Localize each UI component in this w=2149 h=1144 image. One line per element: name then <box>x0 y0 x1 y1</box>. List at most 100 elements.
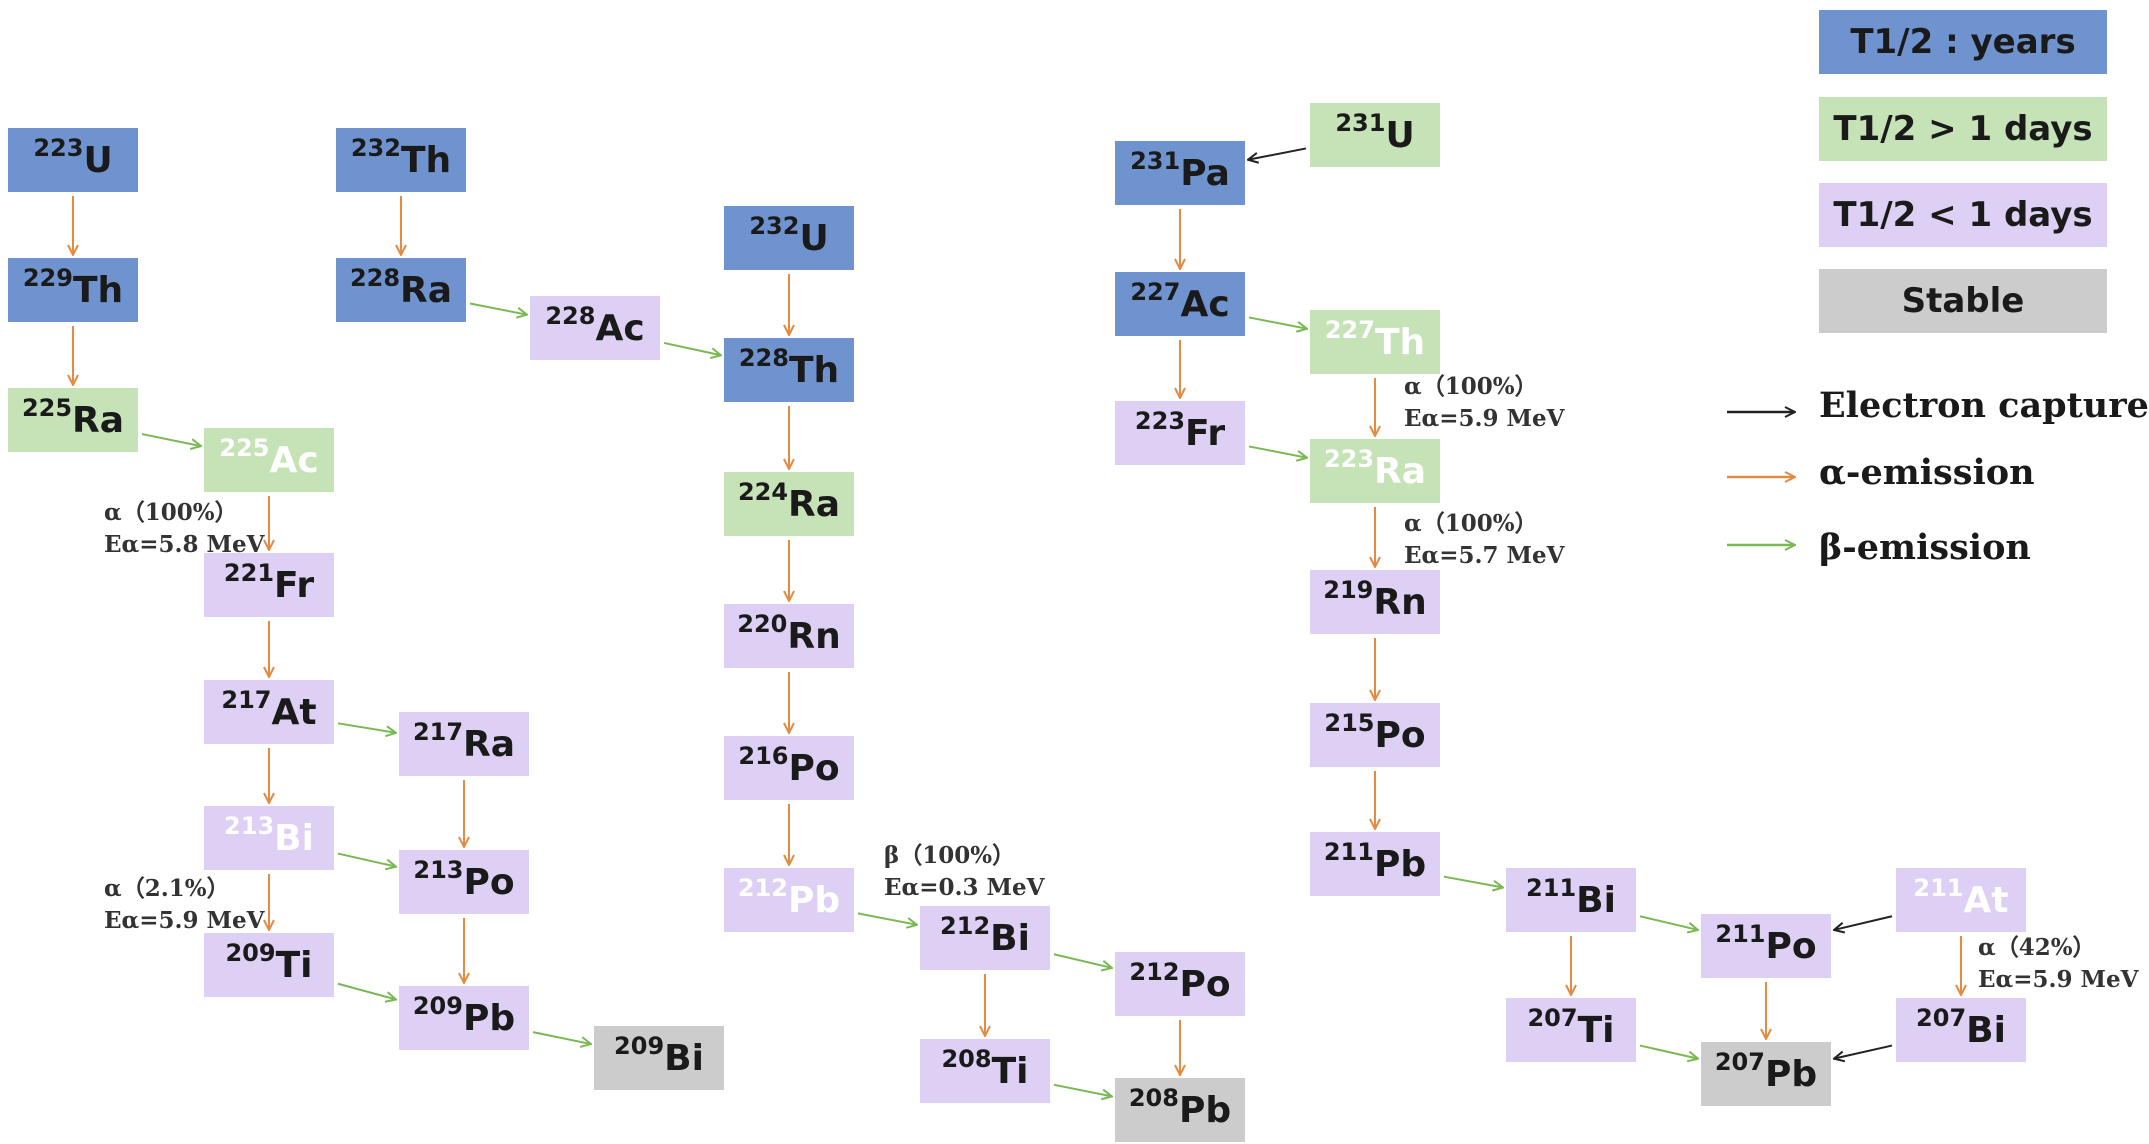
mass-number: 212 <box>940 912 991 940</box>
annotation-bi213: α（2.1%） Eα=5.9 MeV <box>104 873 264 937</box>
element-symbol: Ra <box>1374 450 1427 492</box>
mass-number: 231 <box>1130 147 1181 175</box>
element-symbol: Po <box>1765 925 1817 967</box>
element-symbol: At <box>271 691 317 733</box>
element-symbol: Th <box>400 139 452 181</box>
beta-arrow-pb212-to-bi212 <box>857 912 917 924</box>
element-symbol: Rn <box>1373 581 1427 623</box>
element-symbol: Ra <box>400 269 453 311</box>
element-symbol: Ac <box>595 307 645 349</box>
element-symbol: Pb <box>787 879 841 921</box>
beta-arrow-bi212-to-po212 <box>1053 953 1112 968</box>
element-symbol: Ra <box>788 483 841 525</box>
element-symbol: Rn <box>787 615 841 657</box>
element-symbol: Th <box>1374 321 1426 363</box>
annotation-th227-line1: α（100%） <box>1404 373 1538 400</box>
beta-arrow-ti208-to-pb208 <box>1053 1083 1112 1097</box>
mass-number: 209 <box>225 939 276 967</box>
element-symbol: Ti <box>1577 1009 1615 1051</box>
element-symbol: Po <box>463 861 515 903</box>
beta-arrow-ra225-to-ac225 <box>141 433 201 446</box>
mass-number: 208 <box>941 1045 992 1073</box>
legend-gt1day-box: T1/2 > 1 days <box>1819 97 2107 161</box>
element-symbol: Ra <box>463 723 516 765</box>
mass-number: 207 <box>1714 1048 1765 1076</box>
annotation-th227: α（100%） Eα=5.9 MeV <box>1404 371 1564 435</box>
annotation-bi213-line1: α（2.1%） <box>104 875 230 902</box>
legend-years-box: T1/2 : years <box>1819 10 2107 74</box>
mass-number: 208 <box>1128 1084 1179 1112</box>
mass-number: 213 <box>413 856 464 884</box>
beta-arrow-ti209-to-pb209 <box>337 982 396 1000</box>
beta-arrow-fr223-to-ra223 <box>1248 445 1307 457</box>
mass-number: 217 <box>412 718 464 746</box>
legend-beta-label: β-emission <box>1819 527 2031 568</box>
element-symbol: Po <box>1179 963 1231 1005</box>
element-symbol: Th <box>72 269 124 311</box>
beta-arrow-bi213-to-po213 <box>337 852 396 867</box>
mass-number: 223 <box>1134 407 1186 435</box>
mass-number: 213 <box>224 812 275 840</box>
annotation-th227-line2: Eα=5.9 MeV <box>1404 405 1565 432</box>
beta-arrow-ac227-to-th227 <box>1248 316 1307 328</box>
legend-alpha-label: α-emission <box>1819 452 2035 493</box>
annotation-ra223: α（100%） Eα=5.7 MeV <box>1404 508 1564 572</box>
mass-number: 225 <box>219 434 270 462</box>
mass-number: 227 <box>1130 278 1181 306</box>
mass-number: 232 <box>350 134 401 162</box>
annotation-at211-line2: Eα=5.9 MeV <box>1978 966 2139 993</box>
mass-number: 232 <box>749 212 800 240</box>
element-symbol: Pb <box>1373 843 1427 885</box>
element-symbol: Pb <box>1178 1089 1232 1131</box>
beta-arrow-pb209-to-bi209 <box>532 1031 591 1044</box>
annotation-ac225-line2: Eα=5.8 MeV <box>104 531 265 558</box>
element-symbol: Pa <box>1180 152 1230 194</box>
beta-arrow-pb211-to-bi211 <box>1443 875 1503 888</box>
electron-capture-arrow-at211-to-po211 <box>1834 915 1893 930</box>
mass-number: 219 <box>1323 576 1374 604</box>
element-symbol: U <box>799 217 829 259</box>
legend-stable-box: Stable <box>1819 269 2107 333</box>
mass-number: 224 <box>737 478 789 506</box>
mass-number: 223 <box>1323 445 1375 473</box>
element-symbol: Ti <box>991 1050 1029 1092</box>
legend-electron-capture-label: Electron capture <box>1819 385 2149 426</box>
beta-arrow-at217-to-ra217 <box>337 722 396 733</box>
beta-arrow-ra228-to-ac228 <box>469 302 527 315</box>
electron-capture-arrow-u231-to-pa231 <box>1248 147 1307 159</box>
element-symbol: At <box>1963 879 2009 921</box>
mass-number: 227 <box>1324 316 1375 344</box>
mass-number: 209 <box>412 992 463 1020</box>
element-symbol: Pb <box>1764 1053 1818 1095</box>
mass-number: 221 <box>223 559 275 587</box>
mass-number: 228 <box>349 264 401 292</box>
mass-number: 217 <box>221 686 272 714</box>
mass-number: 228 <box>738 344 789 372</box>
mass-number: 216 <box>738 742 789 770</box>
electron-capture-arrow-bi207-to-pb207 <box>1834 1044 1893 1059</box>
mass-number: 215 <box>1324 709 1375 737</box>
annotation-pb212-line1: β（100%） <box>884 842 1016 869</box>
element-symbol: Ra <box>72 399 125 441</box>
